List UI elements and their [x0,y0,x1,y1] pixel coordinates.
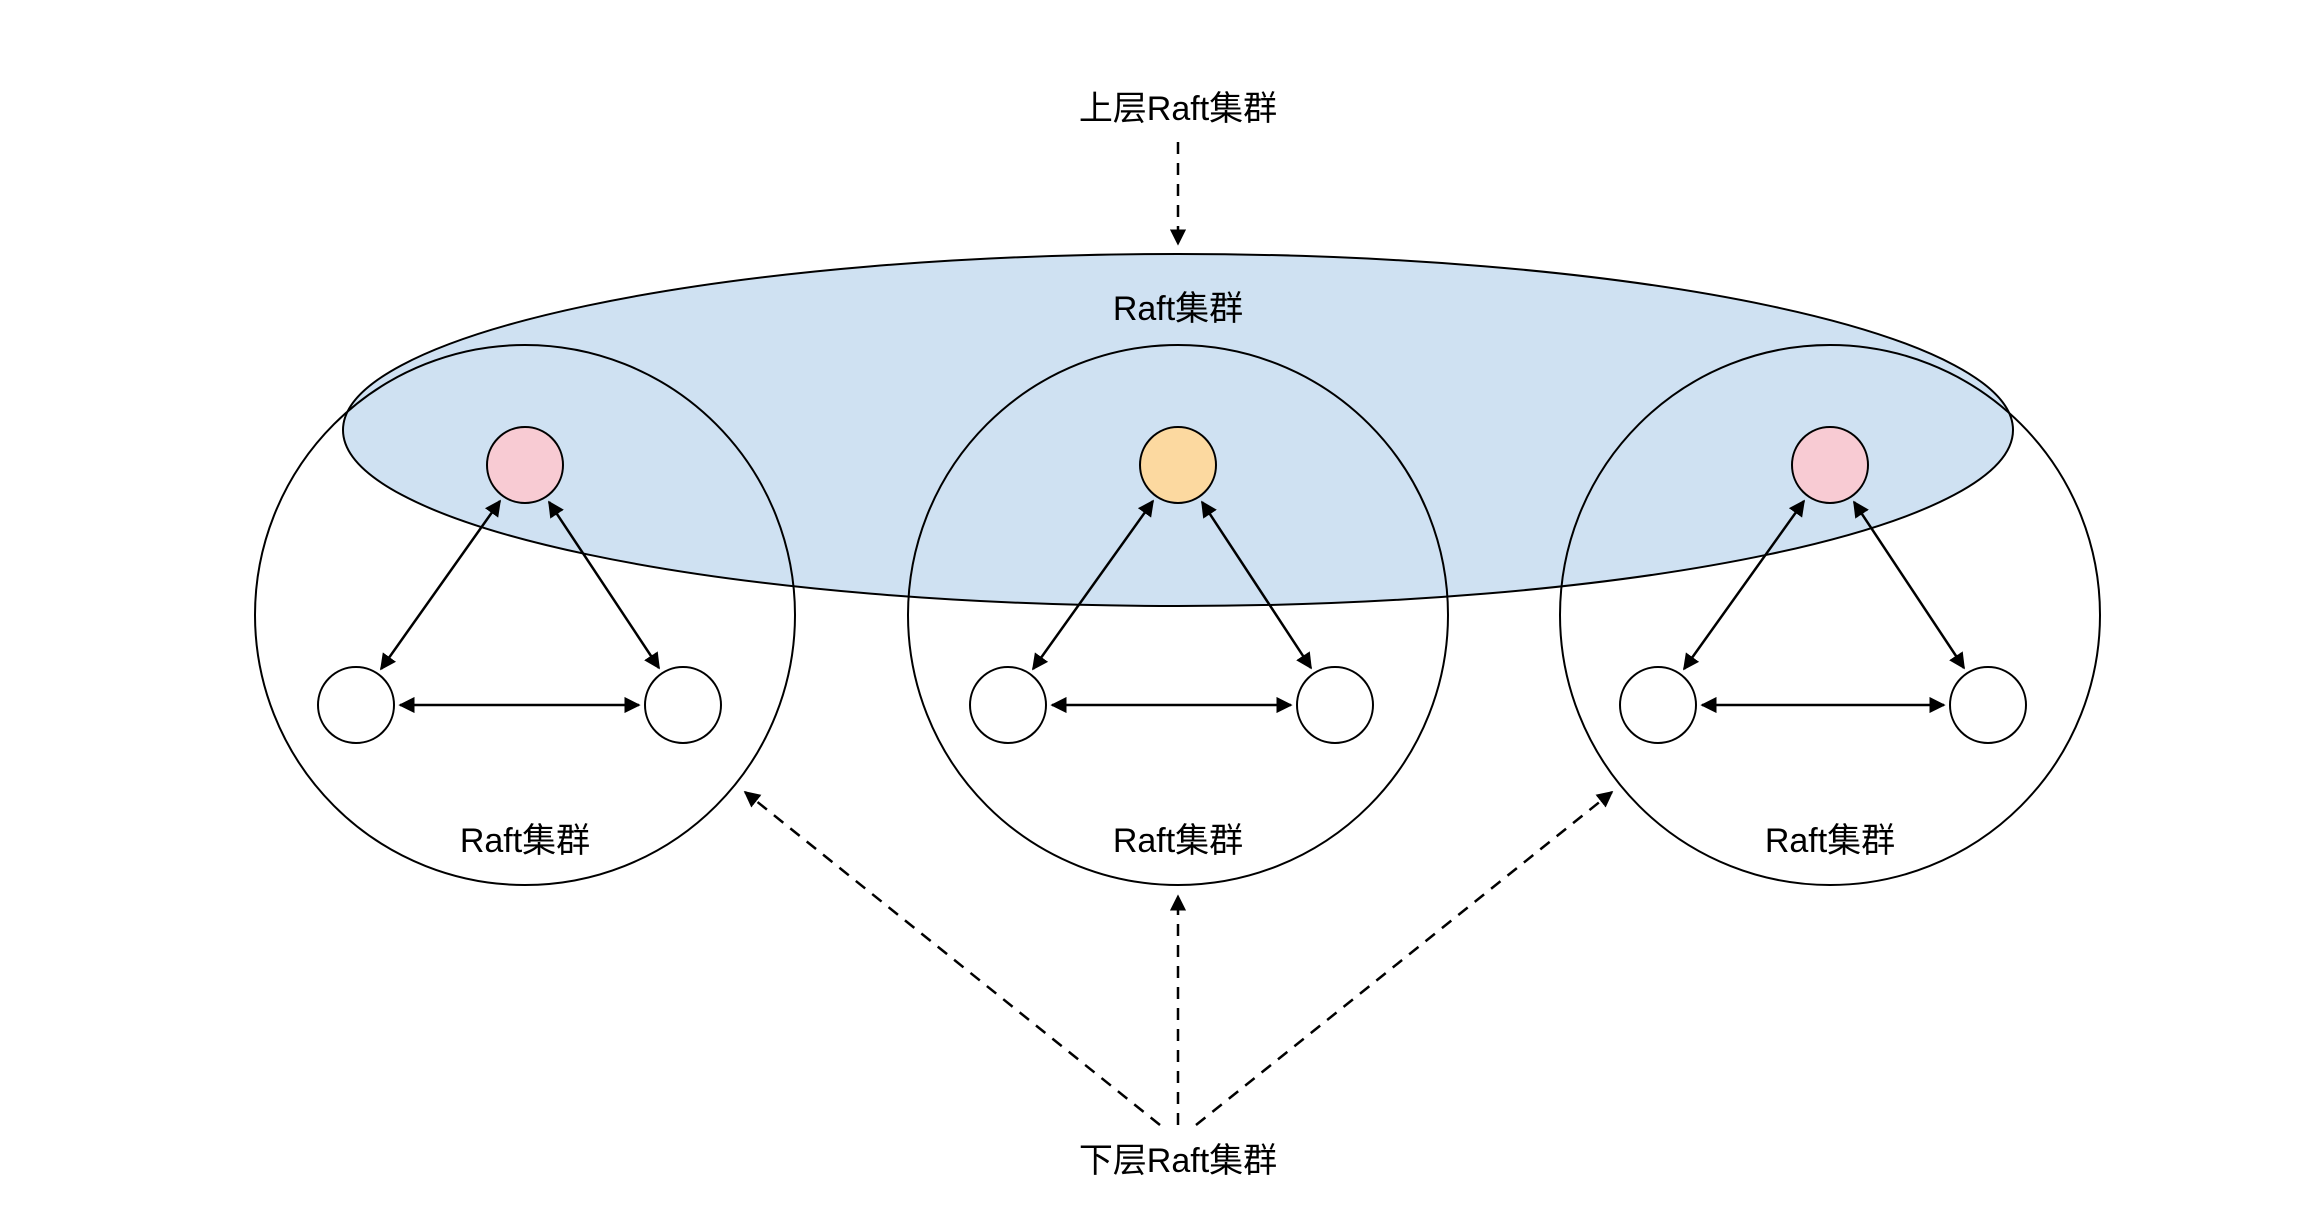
lower-raft-cluster-circle-middle [907,344,1449,886]
lower-cluster-pointer-arrow-right [1195,790,1614,1126]
follower-node-right-a [1619,666,1697,744]
follower-node-left-b [644,666,722,744]
follower-node-right-b [1949,666,2027,744]
replication-arrow-right-top-left [1682,499,1806,671]
lower-cluster-title: 下层Raft集群 [1079,1142,1277,1180]
leader-node-right [1791,426,1869,504]
lower-cluster-pointer-arrow-left [743,790,1161,1126]
cluster-label-middle: Raft集群 [1113,822,1243,860]
follower-node-middle-b [1296,666,1374,744]
replication-arrow-right-top-right [1852,500,1966,670]
lower-raft-cluster-circle-right [1559,344,2101,886]
replication-arrow-middle-top-left [1031,499,1155,671]
follower-node-left-a [317,666,395,744]
lower-raft-cluster-circle-left [254,344,796,886]
leader-node-left [486,426,564,504]
replication-arrow-left-top-left [379,499,502,671]
upper-cluster-title: 上层Raft集群 [1079,90,1277,128]
upper-cluster-ellipse-label: Raft集群 [1113,290,1243,328]
replication-arrow-left-top-right [547,500,661,670]
cluster-label-left: Raft集群 [460,822,590,860]
cluster-label-right: Raft集群 [1765,822,1895,860]
replication-arrow-middle-top-right [1200,500,1313,670]
follower-node-middle-a [969,666,1047,744]
leader-node-middle [1139,426,1217,504]
